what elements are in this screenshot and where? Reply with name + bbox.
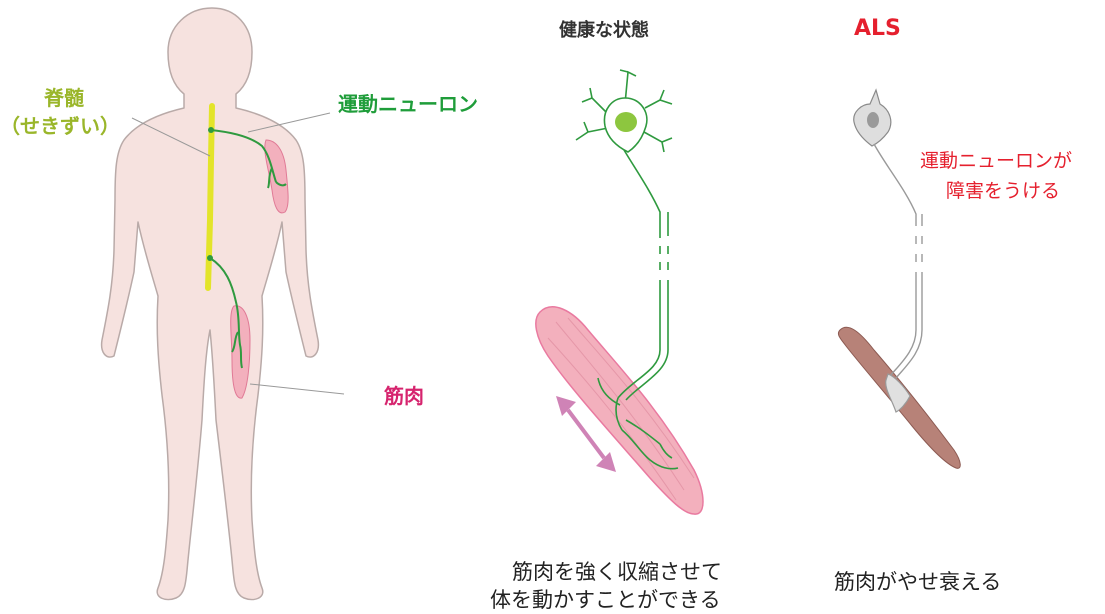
lower-neuron-soma [207, 255, 213, 261]
healthy-caption-line1: 筋肉を強く収縮させて [512, 556, 722, 586]
als-note-line2: 障害をうける [946, 176, 1060, 203]
als-heading: ALS [854, 16, 901, 41]
spinal-cord-label: 脊髄 [44, 82, 84, 111]
healthy-diagram [536, 70, 703, 514]
als-note-line1: 運動ニューロンが [920, 146, 1072, 173]
healthy-heading: 健康な状態 [559, 16, 649, 42]
upper-neuron-soma [208, 127, 214, 133]
healthy-neuron-nucleus [615, 112, 637, 132]
als-caption: 筋肉がやせ衰える [834, 566, 1001, 596]
muscle-label: 筋肉 [384, 380, 424, 409]
als-axon [874, 144, 922, 378]
human-body-figure [102, 8, 319, 600]
body-silhouette [102, 8, 319, 600]
contraction-arrow-head-up [556, 396, 576, 416]
contraction-arrow-head-down [596, 452, 616, 472]
motor-neuron-label: 運動ニューロン [338, 88, 478, 117]
healthy-axon [618, 150, 668, 400]
spinal-cord-reading-label: （せきずい） [0, 110, 120, 139]
als-neuron-nucleus [867, 112, 879, 128]
muscle-leader-line [250, 384, 344, 394]
healthy-caption-line2: 体を動かすことができる [490, 584, 721, 614]
